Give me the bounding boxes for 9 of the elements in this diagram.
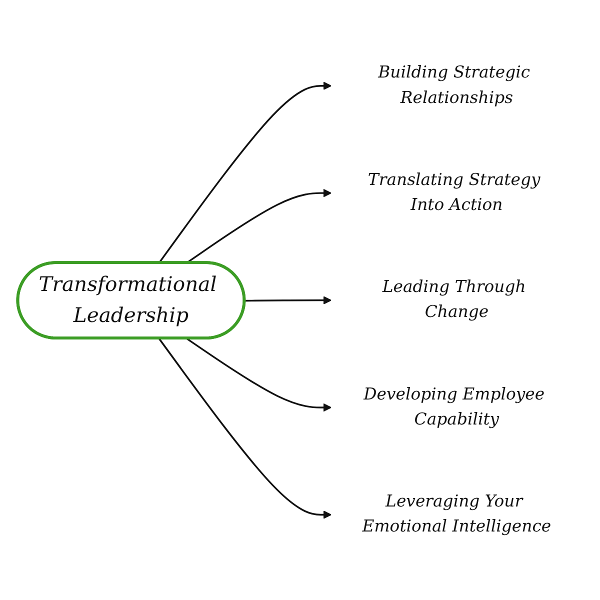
node-text: Developing Employee Capability [364,384,545,428]
node-text: Building Strategic Relationships [378,62,530,107]
arrow [158,338,332,519]
node-text: Leveraging Your Emotional Intelligence [362,492,552,536]
node-text: Leading Through Change [382,277,526,322]
node-text: Translating Strategy Into Action [368,170,540,214]
arrow [186,337,332,412]
arrow [244,296,332,304]
arrow [158,81,332,264]
